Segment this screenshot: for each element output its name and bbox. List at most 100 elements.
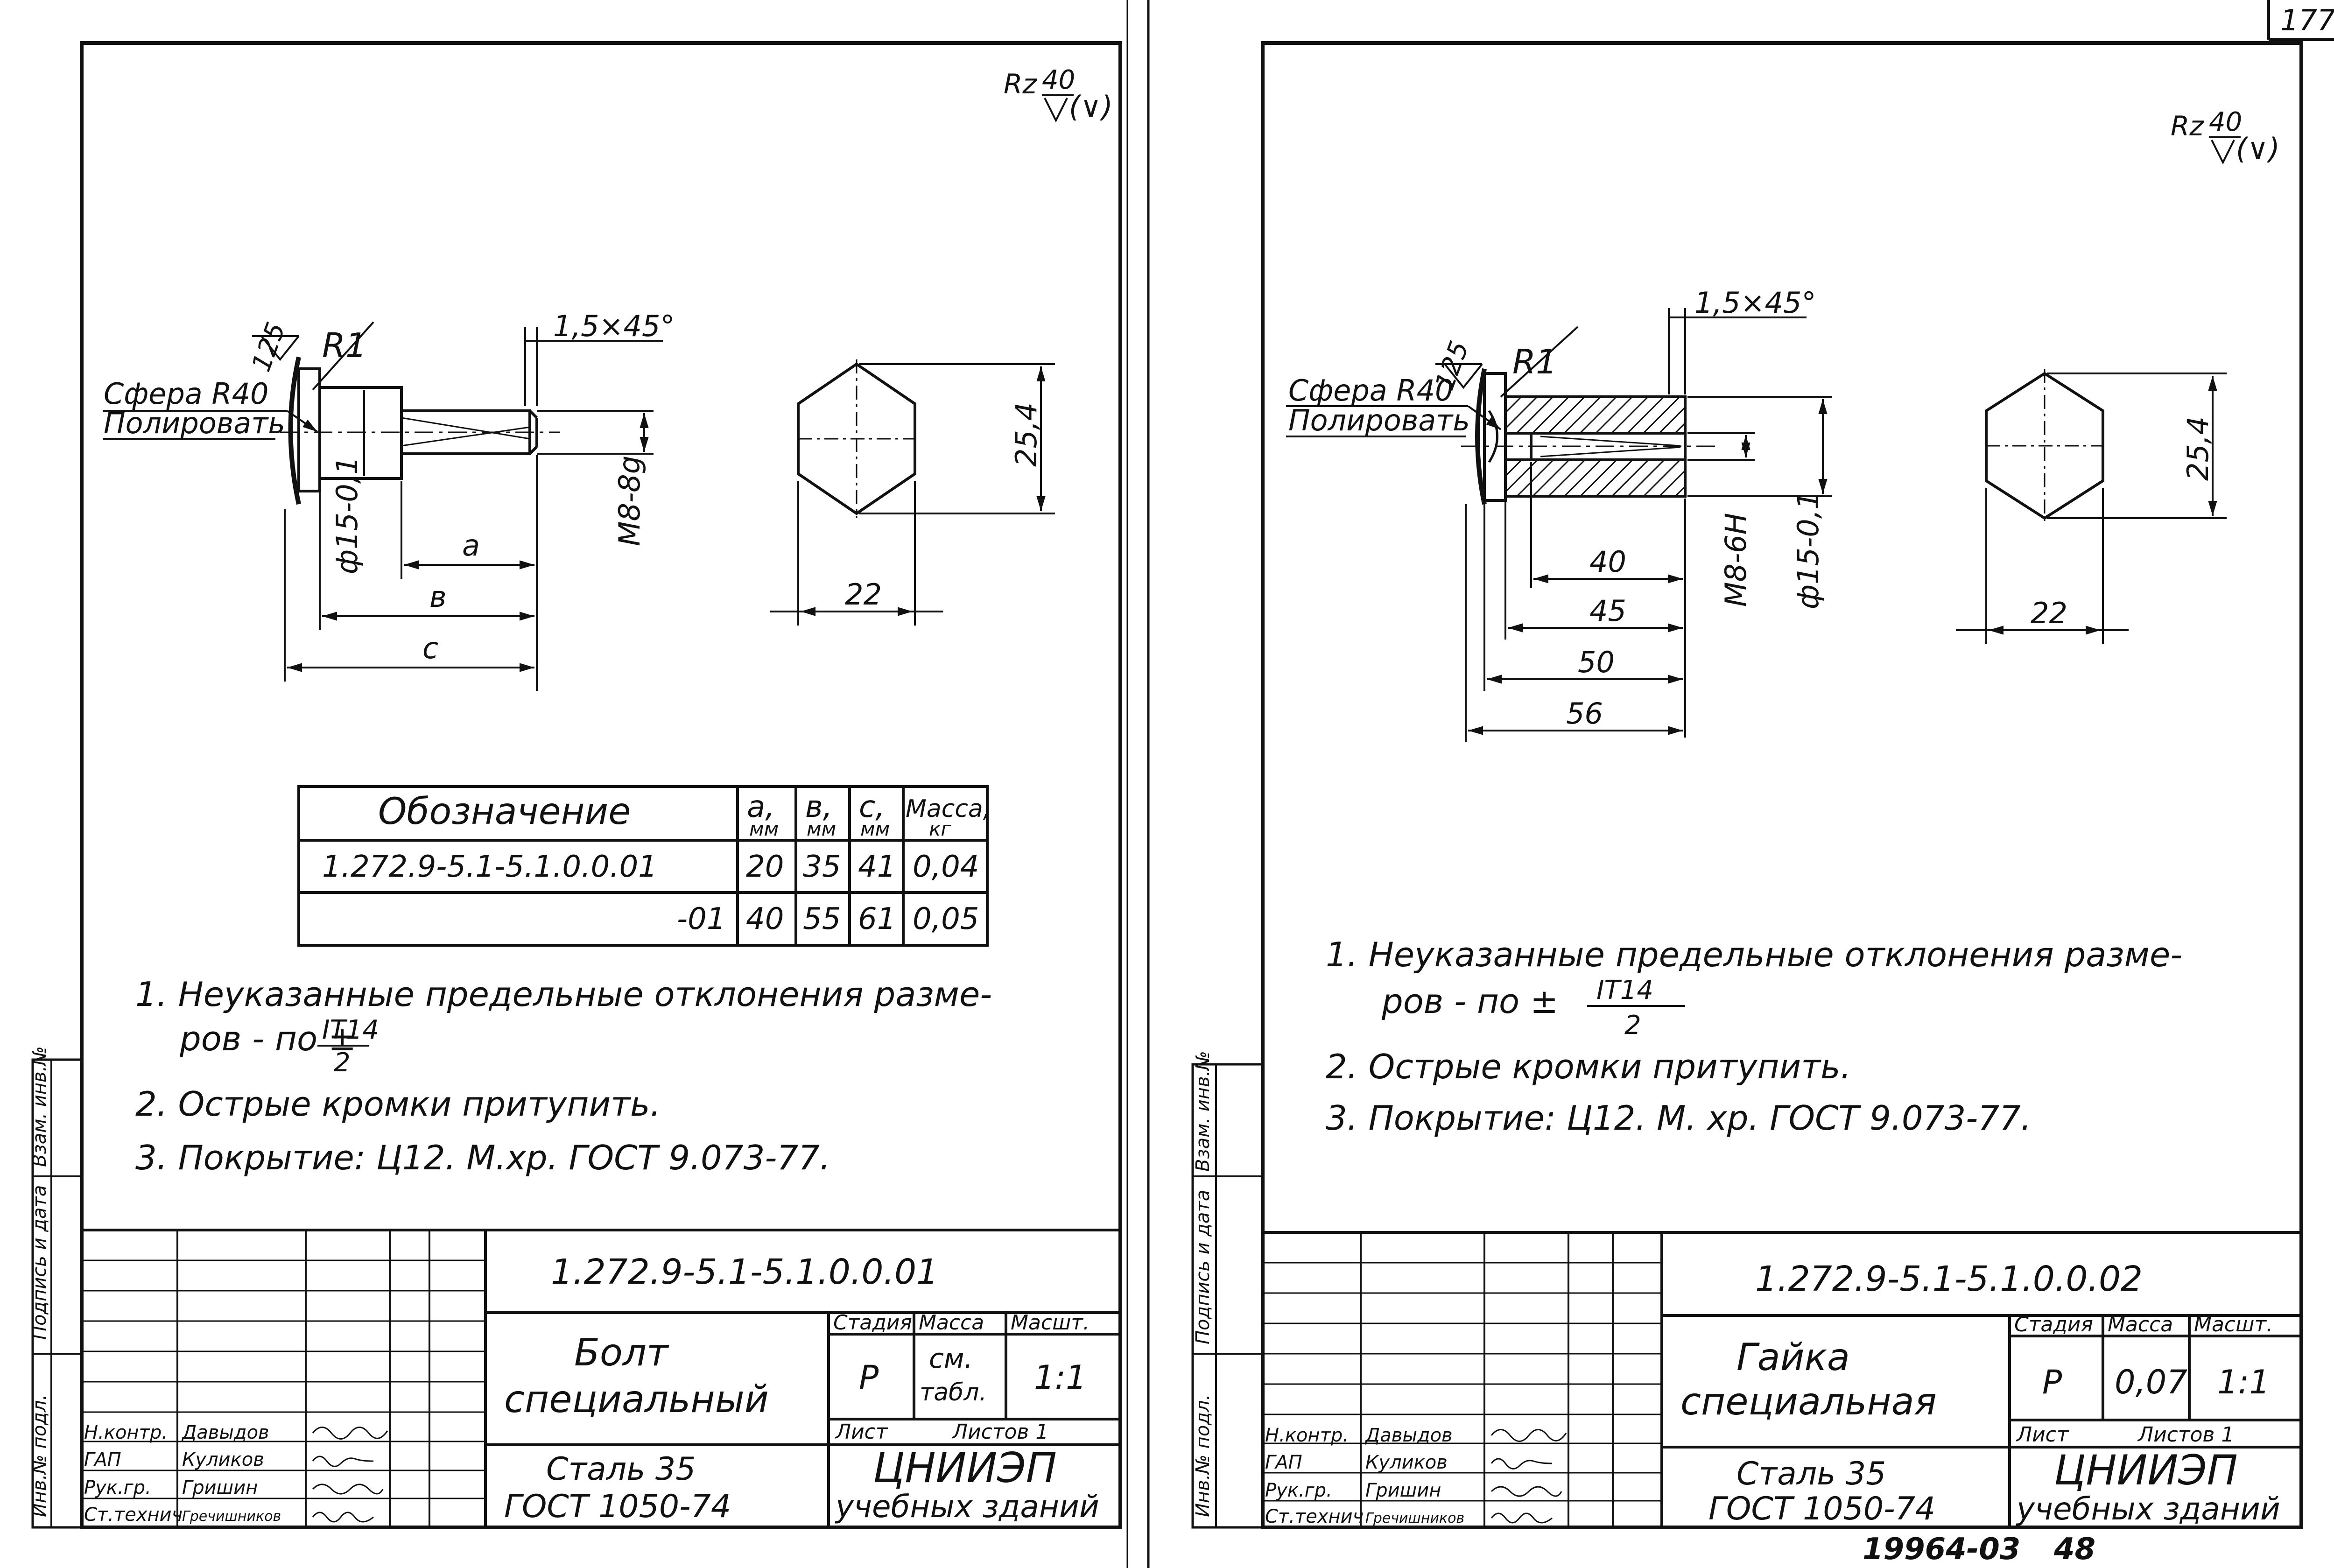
- left-note-1a: 1. Неуказанные предельные отклонения раз…: [135, 975, 992, 1014]
- roughness-triangle-icon: [1044, 98, 1068, 123]
- right-stamp-sheets-h: Листов 1: [2137, 1423, 2234, 1447]
- left-note-1-den: 2: [334, 1048, 351, 1078]
- left-dim-a: а: [462, 528, 480, 563]
- right-name-3: Гришин: [1365, 1480, 1441, 1501]
- table-row-2-a: 40: [746, 902, 784, 936]
- left-role-sttech: Ст.технич: [84, 1504, 183, 1526]
- designation-table: [297, 785, 989, 947]
- right-stamp-code: 1.272.9-5.1-5.1.0.0.02: [1755, 1259, 2143, 1299]
- nut-section-view: [1461, 368, 1718, 505]
- left-stamp-title-1: Болт: [574, 1331, 669, 1374]
- left-stamp-sheet-h: Лист: [835, 1420, 888, 1444]
- left-local-roughness: 125: [246, 318, 292, 376]
- roughness-rz: Rz: [1004, 68, 1037, 100]
- left-sphere-label: Сфера R40: [104, 377, 268, 411]
- right-stamp-mass-h: Масса: [2108, 1313, 2173, 1336]
- left-stamp-org-1: ЦНИИЭП: [873, 1444, 1057, 1492]
- right-side-label-replace: Взам. инв.№: [1192, 1051, 1214, 1172]
- left-stamp-org-2: учебных зданий: [835, 1489, 1099, 1525]
- roughness-paren: (∨): [1069, 90, 1113, 124]
- right-roughness-value: 40: [2209, 107, 2242, 137]
- right-note-1a: 1. Неуказанные предельные отклонения раз…: [1326, 935, 2182, 974]
- table-row-2-c: 61: [858, 902, 896, 936]
- table-row-1-b: 35: [803, 850, 841, 884]
- left-stamp-mass-h: Масса: [919, 1311, 984, 1335]
- left-note-1-num: IT14: [322, 1015, 379, 1045]
- bolt-side-view: [280, 356, 560, 505]
- right-stamp-mass: 0,07: [2115, 1363, 2187, 1401]
- page-number: 177: [2280, 3, 2334, 37]
- table-header-b: в,: [805, 790, 832, 824]
- roughness-value: 40: [1042, 65, 1075, 95]
- left-note-1b: ров - по ±: [179, 1019, 356, 1058]
- table-header-c: с,: [859, 790, 885, 824]
- right-polish-label: Полировать: [1288, 403, 1470, 437]
- table-row-1-mass: 0,04: [913, 850, 979, 884]
- left-role-gap: ГАП: [84, 1449, 121, 1470]
- bolt-leaders: [103, 321, 663, 440]
- left-name-2: Куликов: [182, 1449, 264, 1470]
- right-role-nkontr: Н.контр.: [1265, 1425, 1349, 1446]
- left-polish-label: Полировать: [104, 406, 285, 440]
- bolt-vertical-dims: [355, 390, 654, 479]
- left-dim-b: в: [429, 580, 447, 614]
- left-stamp-mass-1: см.: [929, 1343, 973, 1374]
- right-sphere-label: Сфера R40: [1288, 373, 1453, 408]
- table-row-1-a: 20: [746, 850, 784, 884]
- right-dim-45: 45: [1589, 594, 1626, 628]
- right-chamfer-label: 1,5×45°: [1694, 286, 1816, 320]
- left-name-3: Гришин: [182, 1477, 258, 1498]
- right-role-gap: ГАП: [1265, 1452, 1302, 1473]
- table-unit-a: мм: [749, 817, 779, 840]
- right-dim-56: 56: [1566, 696, 1603, 731]
- right-stamp-stage: Р: [2042, 1363, 2062, 1401]
- left-name-1: Давыдов: [181, 1422, 269, 1443]
- right-notes: 1. Неуказанные предельные отклонения раз…: [1326, 935, 2182, 1138]
- left-radius-label: R1: [322, 326, 367, 365]
- right-stamp-material-2: ГОСТ 1050-74: [1708, 1491, 1935, 1527]
- hexagon-dims: [770, 363, 1055, 626]
- left-role-rukgr: Рук.гр.: [84, 1477, 151, 1498]
- left-role-nkontr: Н.контр.: [84, 1422, 168, 1443]
- nut-end-view-hexagon: [1985, 369, 2104, 523]
- right-side-label-inv: Инв.№ подл.: [1192, 1394, 1214, 1517]
- left-roughness-mark: Rz 40 (∨): [1004, 65, 1113, 124]
- table-unit-mass: кг: [929, 817, 951, 840]
- right-across-flats: 22: [2031, 596, 2067, 630]
- table-row-2-b: 55: [803, 902, 841, 936]
- left-side-label-inv: Инв.№ подл.: [29, 1394, 50, 1517]
- right-roughness-rz: Rz: [2171, 110, 2204, 142]
- left-frame: [80, 41, 1122, 1529]
- left-chamfer-label: 1,5×45°: [553, 309, 675, 343]
- right-name-4: Гречишников: [1365, 1510, 1464, 1526]
- right-local-roughness: 125: [1429, 337, 1475, 394]
- left-notes: 1. Неуказанные предельные отклонения раз…: [135, 975, 992, 1177]
- left-across-flats: 22: [845, 577, 882, 612]
- left-stamp-title-2: специальный: [504, 1378, 769, 1421]
- right-roughness-triangle-icon: [2211, 140, 2235, 165]
- left-stamp-material-2: ГОСТ 1050-74: [504, 1488, 731, 1525]
- left-title-block: [82, 1229, 1120, 1527]
- right-roughness-mark: Rz 40 (∨): [2171, 107, 2280, 166]
- right-stamp-stage-h: Стадия: [2014, 1313, 2093, 1336]
- right-note-1b: ров - по ±: [1381, 982, 1558, 1021]
- left-side-label-sign: Подпись и дата: [29, 1185, 50, 1340]
- right-note-3: 3. Покрытие: Ц12. М. хр. ГОСТ 9.073-77.: [1326, 1098, 2032, 1138]
- table-unit-c: мм: [860, 817, 890, 840]
- left-stamp-stage: Р: [859, 1358, 879, 1397]
- bottom-page: 48: [2053, 1532, 2095, 1567]
- left-side-label-replace: Взам. инв.№: [29, 1046, 50, 1167]
- right-role-rukgr: Рук.гр.: [1265, 1480, 1332, 1501]
- left-diameter-dim: ф15-0,1: [330, 456, 364, 574]
- left-stamp-code: 1.272.9-5.1-5.1.0.0.01: [551, 1252, 938, 1292]
- left-sheet: Инв.№ подл. Подпись и дата Взам. инв.№ R…: [29, 41, 1122, 1529]
- right-roughness-paren: (∨): [2236, 132, 2280, 166]
- right-radius-label: R1: [1512, 342, 1557, 381]
- right-title-block: [1263, 1231, 2301, 1527]
- left-thread-dim: М8-8g: [612, 456, 647, 546]
- right-across-corners: 25,4: [2181, 416, 2215, 481]
- left-side-strip: Инв.№ подл. Подпись и дата Взам. инв.№: [29, 1046, 83, 1529]
- right-stamp-scale: 1:1: [2217, 1363, 2270, 1401]
- right-stamp-title-1: Гайка: [1736, 1336, 1850, 1379]
